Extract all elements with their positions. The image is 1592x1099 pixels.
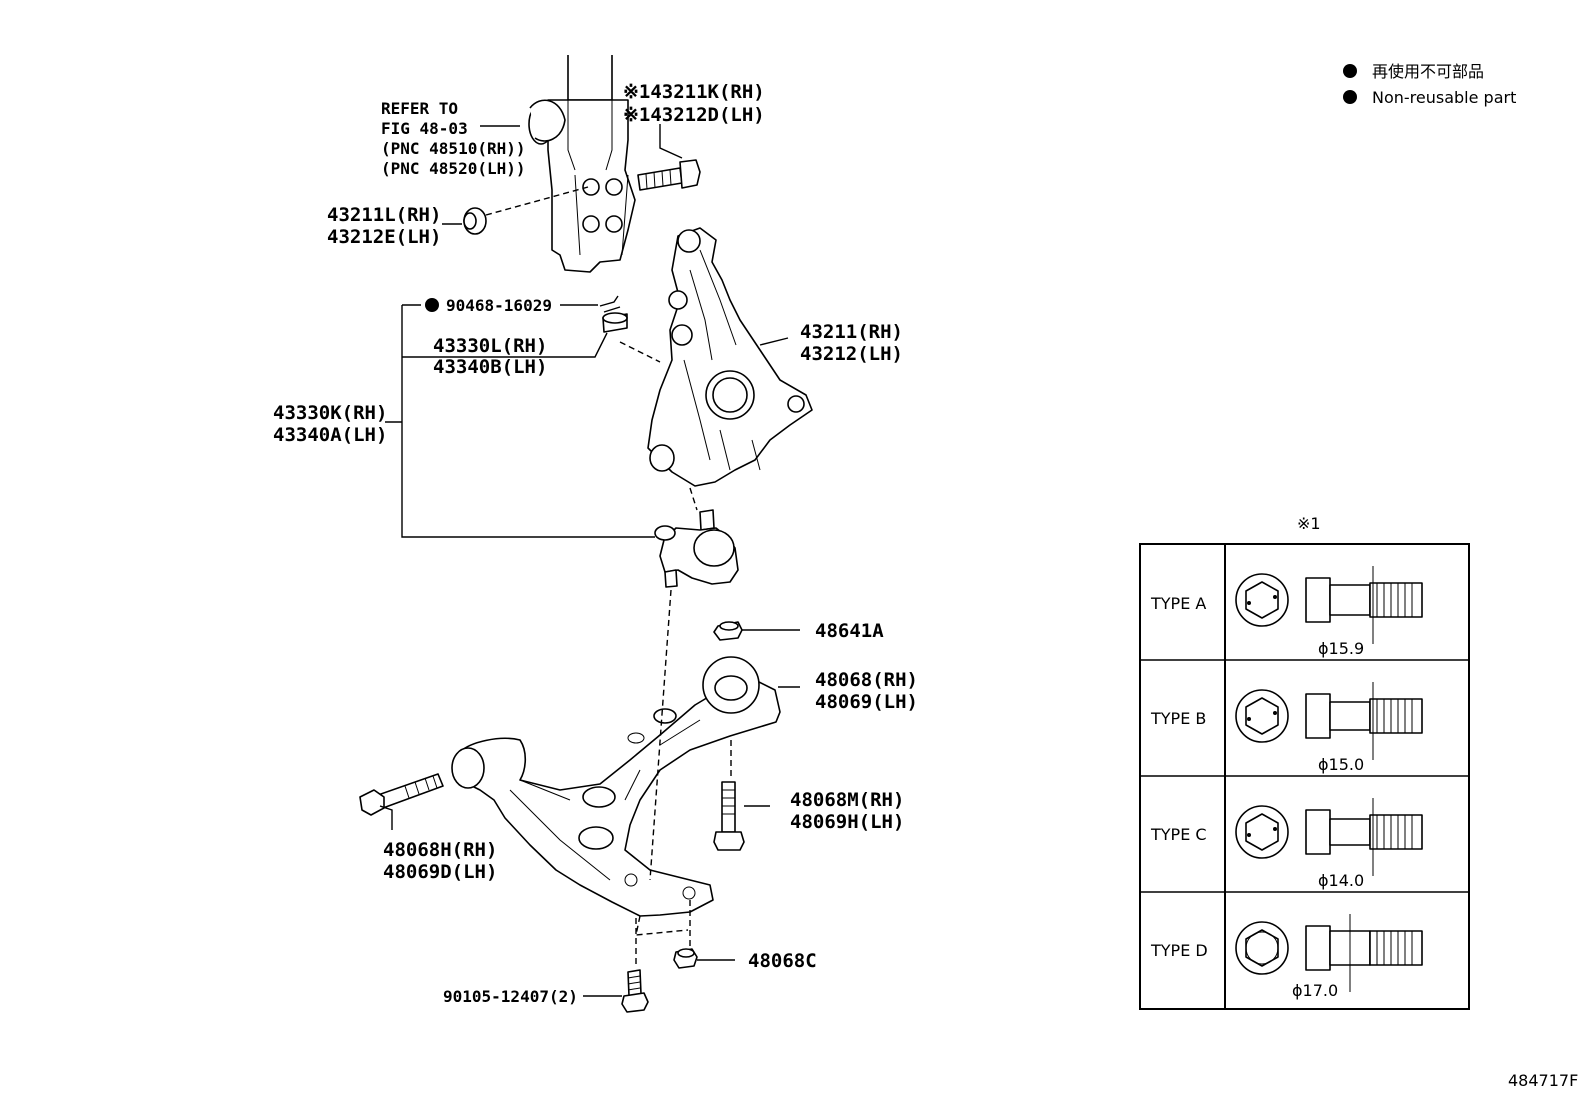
type-d-label: TYPE D: [1150, 941, 1208, 960]
type-c-label: TYPE C: [1150, 825, 1207, 844]
bolt-48068h-illustration: [359, 773, 444, 816]
nut-48068c-illustration: [673, 900, 698, 969]
legend-jp-text: 再使用不可部品: [1372, 62, 1484, 81]
type-table-header: ※1: [1297, 514, 1321, 533]
part-43211k-label: ※143211K(RH): [623, 81, 765, 103]
legend-en-text: Non-reusable part: [1372, 88, 1516, 107]
part-90468-label: 90468-16029: [446, 296, 552, 315]
cotter-pin-illustration: [599, 295, 621, 313]
part-43330k-label: 43330K(RH): [273, 402, 387, 424]
type-c-diameter: ϕ14.0: [1318, 871, 1364, 890]
lower-arm-guide-line: [635, 915, 689, 936]
part-48069-label: 48069(LH): [815, 691, 918, 713]
ball-joint-illustration: [654, 509, 739, 588]
type-a-bolt-icon: [1305, 566, 1423, 644]
strut-nut-illustration: [463, 186, 589, 235]
leader-lines: [379, 124, 800, 997]
part-43212d-label: ※143212D(LH): [623, 104, 765, 126]
type-c-bolt-icon: [1305, 798, 1423, 876]
part-48641a-label: 48641A: [815, 620, 884, 642]
strut-bolt-illustration: [637, 159, 701, 191]
type-row-b: TYPE B ϕ15.0: [1150, 682, 1423, 774]
part-90105-label: 90105-12407(2): [443, 987, 578, 1006]
legend: 再使用不可部品 Non-reusable part: [1343, 62, 1516, 107]
type-a-label: TYPE A: [1150, 594, 1206, 613]
part-48068-label: 48068(RH): [815, 669, 918, 691]
type-b-diameter: ϕ15.0: [1318, 755, 1364, 774]
type-b-bolt-icon: [1305, 682, 1423, 760]
type-a-nut-icon: [1235, 573, 1289, 627]
part-48069h-label: 48069H(LH): [790, 811, 904, 833]
ball-joint-guide-line: [649, 589, 672, 881]
part-43340b-label: 43340B(LH): [433, 356, 547, 378]
bolt-type-table: ※1 TYPE A ϕ15.9 TYPE: [1139, 514, 1470, 1010]
type-c-nut-icon: [1235, 805, 1289, 859]
refer-to-label: REFER TO: [381, 99, 458, 118]
non-reusable-marker: [425, 298, 439, 312]
part-43211-label: 43211(RH): [800, 321, 903, 343]
refer-pnc-rh-label: (PNC 48510(RH)): [381, 139, 526, 158]
strut-illustration: [528, 55, 636, 273]
steering-knuckle-illustration: [619, 227, 813, 511]
part-48068h-label: 48068H(RH): [383, 839, 497, 861]
type-b-label: TYPE B: [1150, 709, 1206, 728]
figure-code: 484717F: [1508, 1071, 1578, 1090]
type-d-bolt-icon: [1305, 914, 1423, 992]
castle-nut-illustration: [602, 312, 628, 333]
type-row-c: TYPE C ϕ14.0: [1150, 798, 1423, 890]
part-43211l-label: 43211L(RH): [327, 204, 441, 226]
type-b-nut-icon: [1235, 689, 1289, 743]
part-48069d-label: 48069D(LH): [383, 861, 497, 883]
type-a-diameter: ϕ15.9: [1318, 639, 1364, 658]
type-d-diameter: ϕ17.0: [1292, 981, 1338, 1000]
part-48068m-label: 48068M(RH): [790, 789, 904, 811]
bolt-48068m-illustration: [713, 740, 745, 851]
bolt-90105-illustration: [621, 918, 649, 1013]
callout-labels: REFER TO FIG 48-03 (PNC 48510(RH)) (PNC …: [273, 81, 918, 1006]
part-43330l-label: 43330L(RH): [433, 335, 547, 357]
nut-48641a-illustration: [713, 621, 743, 641]
type-row-a: TYPE A ϕ15.9: [1150, 566, 1423, 658]
part-43212e-label: 43212E(LH): [327, 226, 441, 248]
part-43340a-label: 43340A(LH): [273, 424, 387, 446]
refer-fig-label: FIG 48-03: [381, 119, 468, 138]
lower-arm-illustration: [451, 656, 781, 917]
part-43212-label: 43212(LH): [800, 343, 903, 365]
type-d-nut-icon: [1235, 921, 1289, 975]
part-48068c-label: 48068C: [748, 950, 817, 972]
type-row-d: TYPE D ϕ17.0: [1150, 914, 1423, 1000]
refer-pnc-lh-label: (PNC 48520(LH)): [381, 159, 526, 178]
